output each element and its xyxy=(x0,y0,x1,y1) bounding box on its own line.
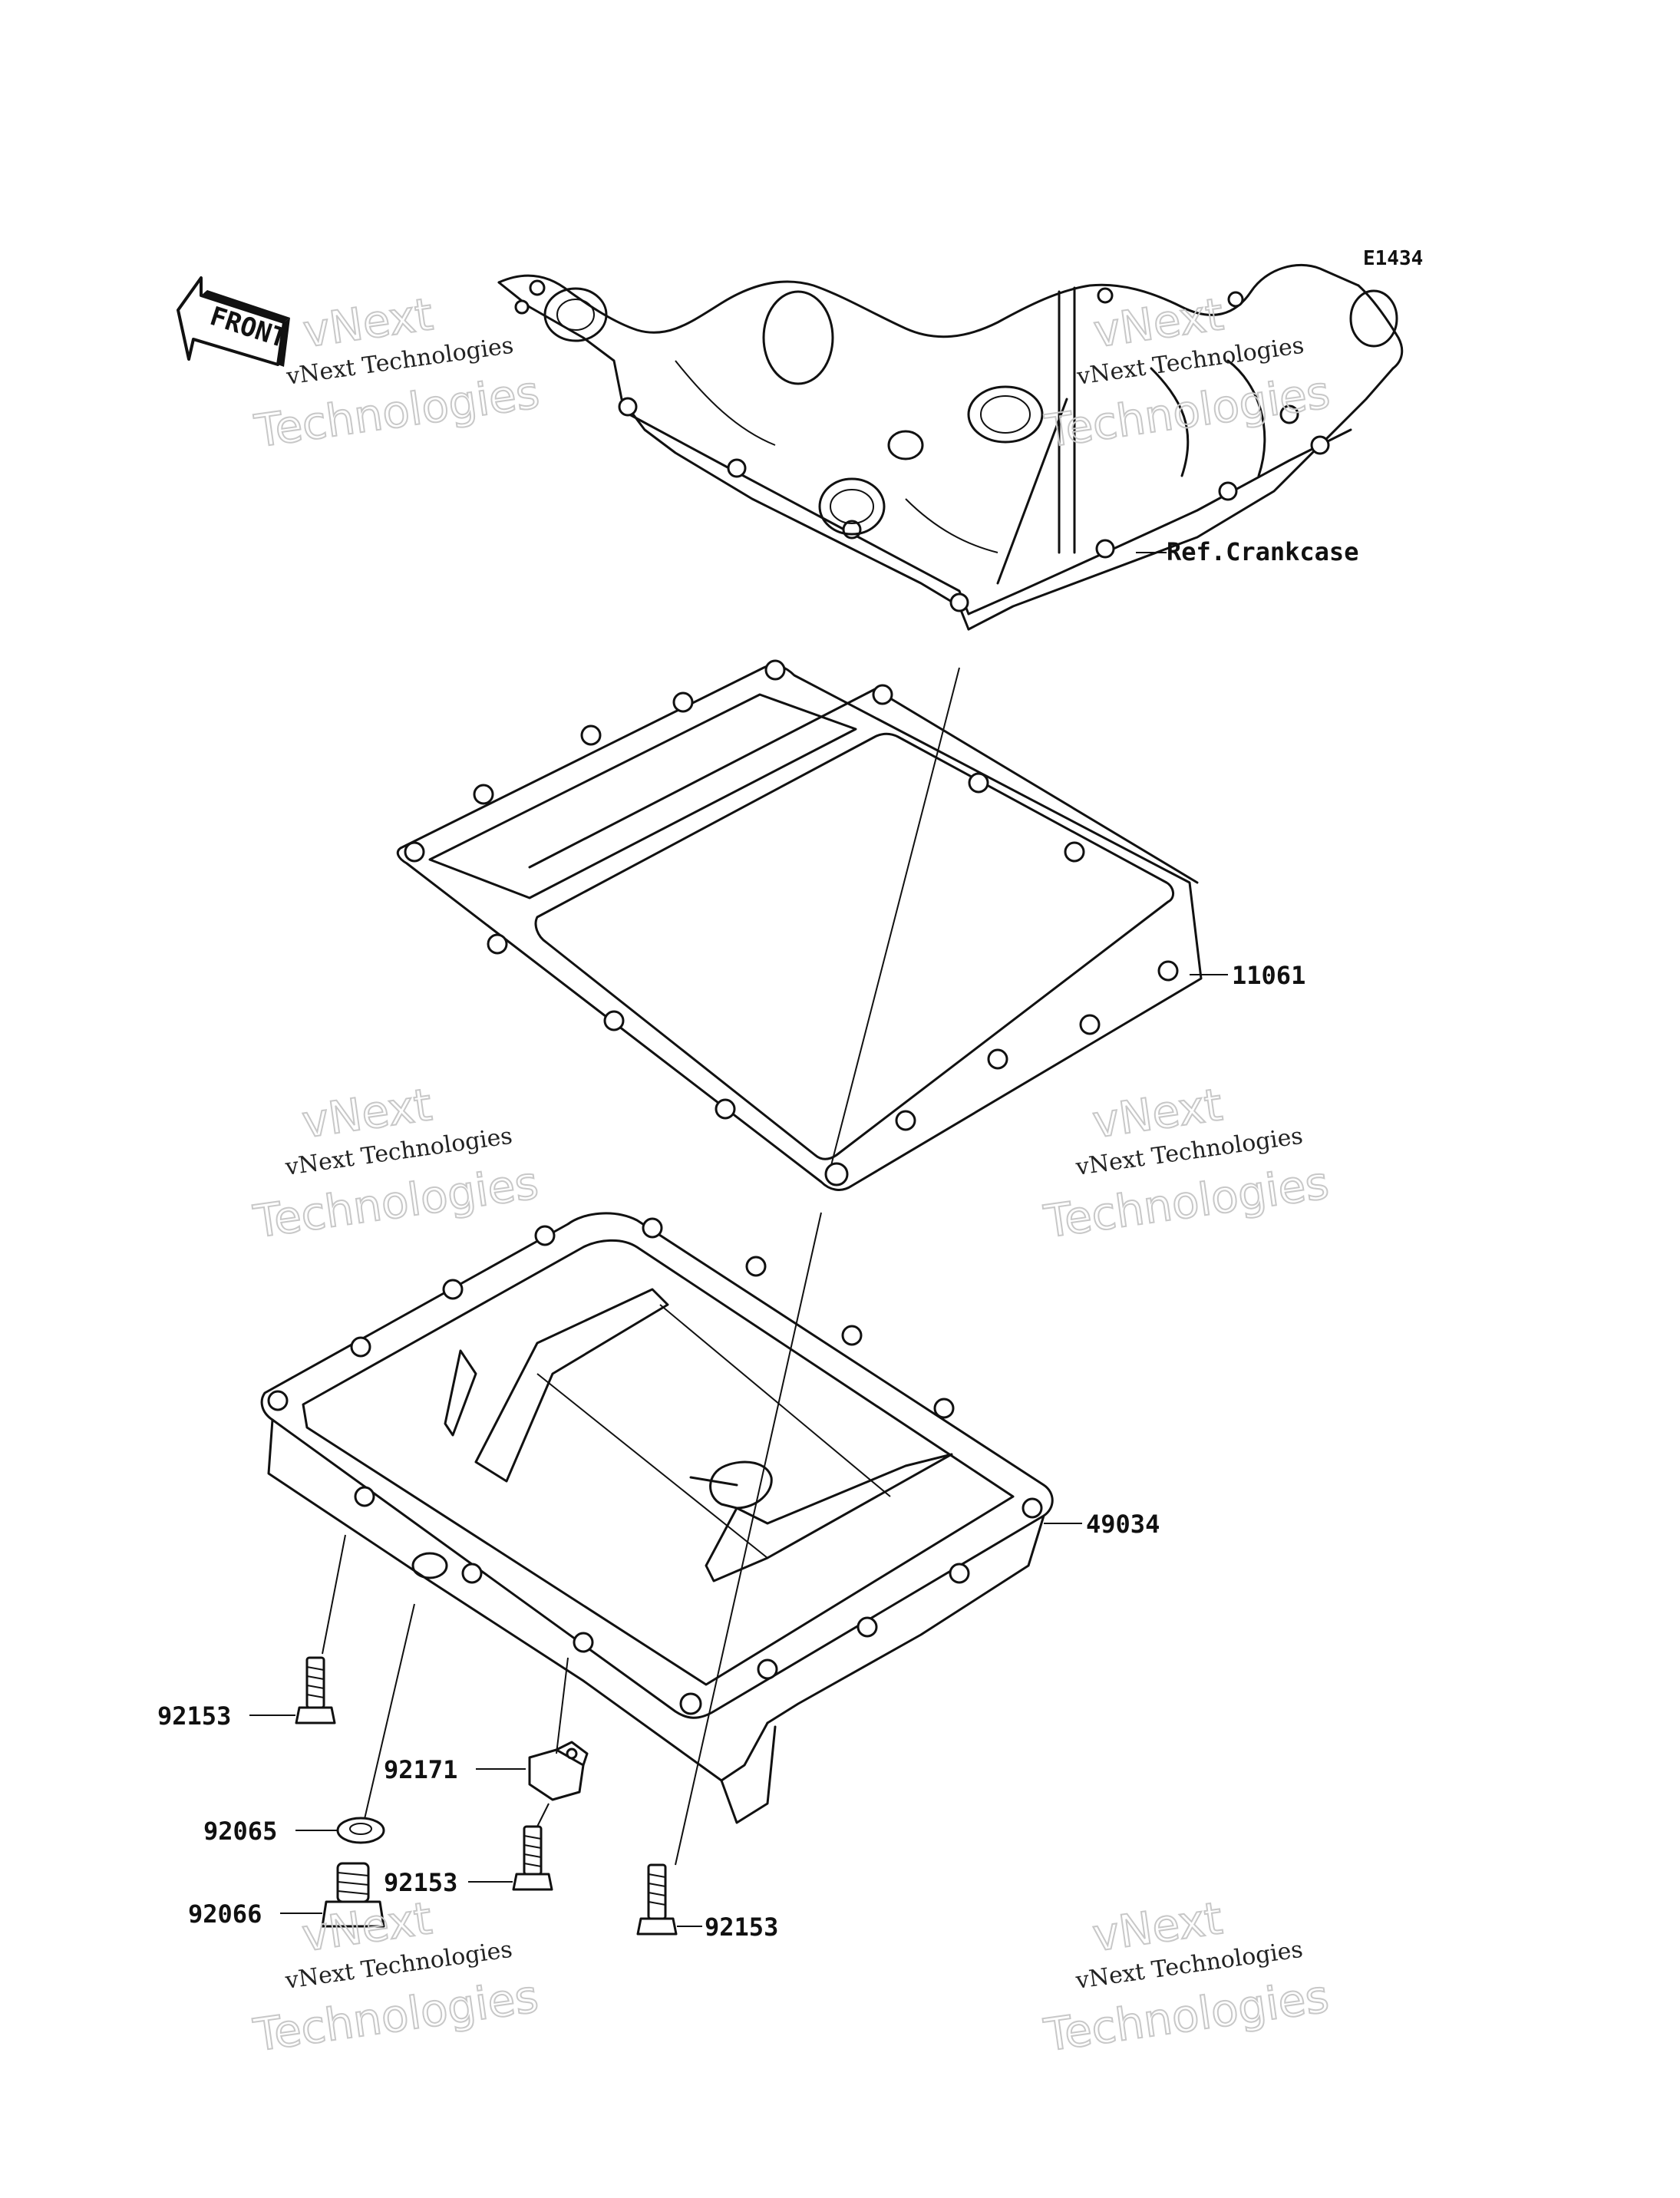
watermark-mid-left: vNext vNext Technologies Technologies xyxy=(249,1078,542,1249)
front-arrow-icon: FRONT xyxy=(177,276,290,367)
part-label-bolt-center: 92153 xyxy=(384,1868,457,1897)
watermark-bottom-left: vNext vNext Technologies Technologies xyxy=(249,1891,542,2062)
part-label-washer: 92065 xyxy=(203,1817,277,1846)
bolt-right-drawing xyxy=(636,1863,678,1936)
part-label-clamp: 92171 xyxy=(384,1755,457,1784)
clamp-drawing xyxy=(528,1741,589,1801)
washer-drawing xyxy=(336,1817,385,1844)
bolt-left-drawing xyxy=(295,1656,336,1724)
ref-crankcase-label: Ref.Crankcase xyxy=(1167,537,1358,566)
gasket-drawing xyxy=(396,659,1203,1191)
watermark-mid-right: vNext vNext Technologies Technologies xyxy=(1040,1078,1332,1249)
part-label-bolt-right: 92153 xyxy=(705,1913,778,1942)
part-label-gasket: 11061 xyxy=(1232,961,1305,990)
watermark-bottom-right: vNext vNext Technologies Technologies xyxy=(1040,1891,1332,2062)
oil-pan-drawing xyxy=(260,1212,1054,1824)
part-label-oil-pan: 49034 xyxy=(1086,1510,1160,1539)
part-label-bolt-left: 92153 xyxy=(157,1701,231,1731)
drain-plug-drawing xyxy=(321,1862,385,1928)
part-label-drain-plug: 92066 xyxy=(188,1899,262,1929)
diagram-code: E1434 xyxy=(1363,247,1423,270)
bolt-center-drawing xyxy=(512,1825,553,1891)
crankcase-drawing xyxy=(497,263,1404,631)
